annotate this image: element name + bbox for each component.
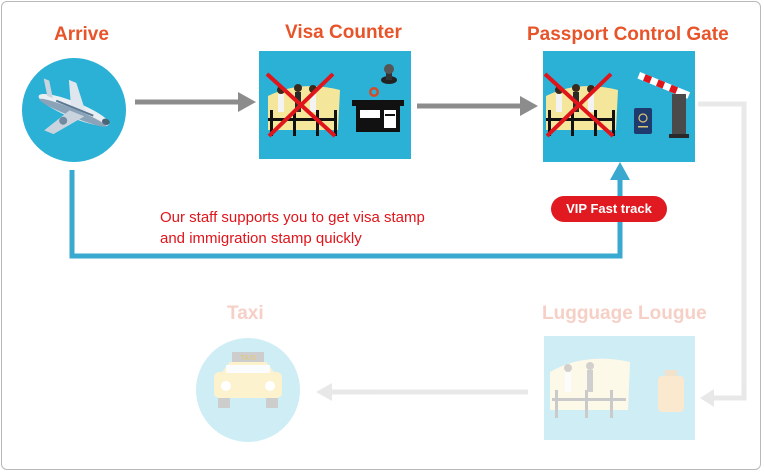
luggage-lounge-node (544, 336, 695, 440)
staff-note-line-1: Our staff supports you to get visa stamp (160, 209, 425, 226)
arrow-head-to-visa (238, 92, 256, 112)
airplane-icon (38, 78, 110, 135)
staff-support-note: Our staff supports you to get visa stamp… (160, 207, 425, 249)
visa-counter-node (259, 51, 411, 159)
passport-icon (634, 108, 652, 134)
taxi-icon (214, 352, 282, 408)
vip-fast-track-badge: VIP Fast track (551, 196, 667, 222)
arrow-head-to-passport (520, 96, 538, 116)
passport-control-label: Passport Control Gate (527, 24, 729, 45)
faded-flow (316, 101, 747, 407)
luggage-icon (658, 370, 684, 412)
staff-note-line-2: and immigration stamp quickly (160, 230, 362, 247)
fast-track-arrow-head (610, 162, 630, 180)
queue-crossed-icon (265, 72, 340, 138)
taxi-sign-text: TAXI (240, 355, 255, 362)
taxi-node (196, 338, 300, 442)
desk-icon (352, 100, 404, 132)
arrow-head-to-taxi (316, 383, 332, 401)
arrive-label: Arrive (54, 24, 109, 45)
connector-passport-to-luggage (698, 101, 747, 401)
stamp-icon (369, 64, 397, 97)
taxi-label: Taxi (227, 303, 264, 324)
barrier-gate-icon (637, 72, 691, 138)
main-flow-arrows (135, 92, 538, 116)
passport-control-node (543, 51, 695, 162)
luggage-lounge-label: Lugguage Lougue (542, 303, 707, 324)
queue-crossed-icon (543, 72, 618, 138)
visa-counter-label: Visa Counter (285, 22, 402, 43)
arrow-head-to-luggage (700, 389, 714, 407)
arrive-node (22, 58, 126, 162)
